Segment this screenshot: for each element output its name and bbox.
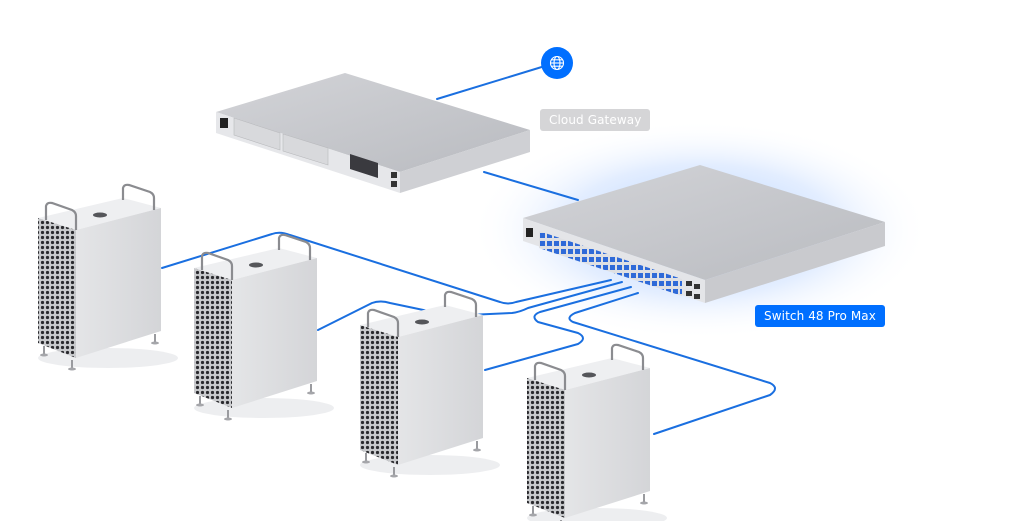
- workstation-client-3[interactable]: [360, 290, 500, 478]
- cable-client-1: [161, 231, 612, 305]
- cable-client-3: [484, 286, 632, 371]
- internet-globe-button[interactable]: [541, 47, 573, 79]
- cable-client-4: [568, 292, 776, 435]
- cable-internet-gateway: [436, 65, 546, 100]
- switch-48-pro-max-label[interactable]: Switch 48 Pro Max: [755, 305, 885, 327]
- workstation-client-2[interactable]: [194, 233, 334, 421]
- globe-icon: [549, 55, 565, 71]
- cable-gateway-switch: [483, 171, 579, 201]
- workstation-client-4[interactable]: [527, 343, 667, 521]
- workstation-client-1[interactable]: [38, 183, 178, 371]
- cloud-gateway-label[interactable]: Cloud Gateway: [540, 109, 651, 131]
- cloud-gateway-device[interactable]: [216, 73, 530, 193]
- switch-48-pro-max-device[interactable]: [523, 165, 885, 303]
